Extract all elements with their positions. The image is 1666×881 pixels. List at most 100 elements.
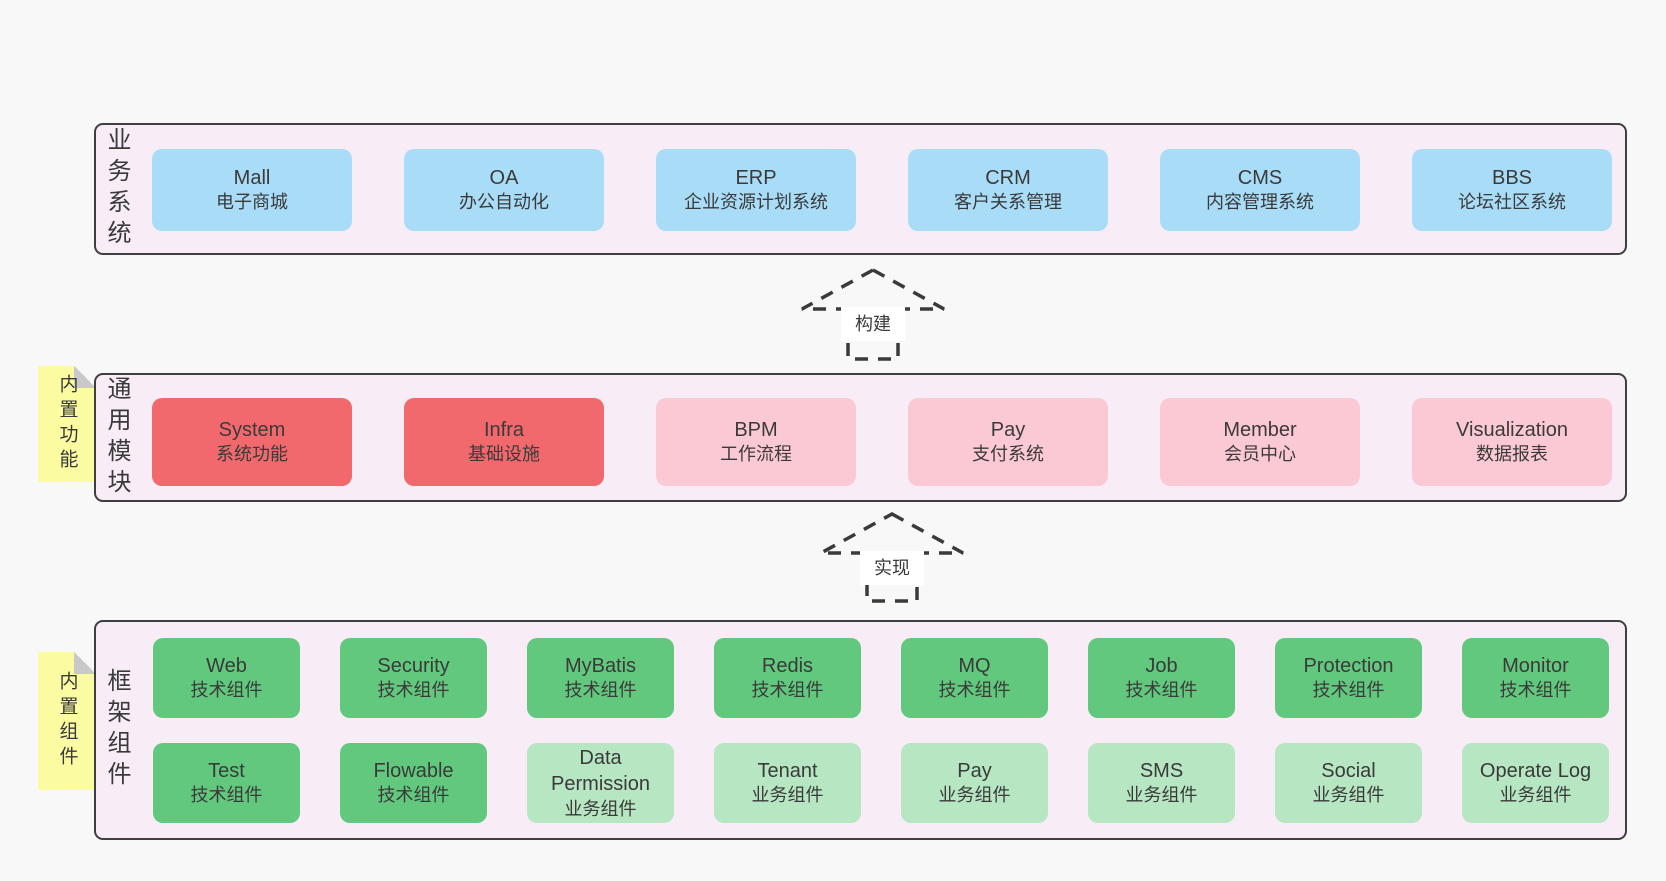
diagram-node-cms: CMS 内容管理系统 bbox=[1160, 149, 1360, 231]
node-subtitle: 办公自动化 bbox=[459, 192, 549, 213]
diagram-node-data-permission: Data Permission 业务组件 bbox=[527, 743, 674, 823]
node-subtitle: 技术组件 bbox=[564, 680, 637, 701]
node-subtitle: 技术组件 bbox=[751, 680, 824, 701]
node-title: Redis bbox=[761, 654, 814, 677]
framework-row-1: Web 技术组件 Security 技术组件 MyBatis 技术组件 Redi… bbox=[153, 638, 1609, 718]
node-subtitle: 技术组件 bbox=[377, 785, 450, 806]
diagram-node-mq: MQ 技术组件 bbox=[901, 638, 1048, 718]
node-subtitle: 技术组件 bbox=[1499, 680, 1572, 701]
sticky-note-label: 内置功能 bbox=[56, 374, 78, 474]
node-subtitle: 工作流程 bbox=[720, 444, 792, 465]
diagram-node-web: Web 技术组件 bbox=[153, 638, 300, 718]
node-title: BBS bbox=[1491, 166, 1533, 189]
up-arrow-icon bbox=[820, 512, 964, 603]
diagram-node-tenant: Tenant 业务组件 bbox=[714, 743, 861, 823]
sticky-note-builtin-components: 内置组件 bbox=[38, 652, 96, 790]
diagram-node-operate-log: Operate Log 业务组件 bbox=[1462, 743, 1609, 823]
node-title: ERP bbox=[735, 166, 777, 189]
node-subtitle: 技术组件 bbox=[1312, 680, 1385, 701]
node-title: Monitor bbox=[1502, 654, 1569, 677]
diagram-node-bpm: BPM 工作流程 bbox=[656, 398, 856, 486]
diagram-node-sms: SMS 业务组件 bbox=[1088, 743, 1235, 823]
node-title: MQ bbox=[958, 654, 991, 677]
node-subtitle: 技术组件 bbox=[190, 785, 263, 806]
modules-boxes-row: System 系统功能 Infra 基础设施 BPM 工作流程 Pay 支付系统… bbox=[152, 398, 1612, 486]
business-systems-band: 业务系统 Mall 电子商城 OA 办公自动化 ERP 企业资源计划系统 CRM… bbox=[94, 123, 1627, 255]
node-title: BPM bbox=[734, 418, 778, 441]
arrow-label: 构建 bbox=[855, 314, 891, 334]
diagram-node-mybatis: MyBatis 技术组件 bbox=[527, 638, 674, 718]
node-subtitle: 支付系统 bbox=[972, 444, 1044, 465]
sticky-note-label: 内置组件 bbox=[56, 671, 78, 771]
band-label-modules: 通用模块 bbox=[103, 375, 130, 500]
diagram-node-redis: Redis 技术组件 bbox=[714, 638, 861, 718]
node-title: Pay bbox=[957, 759, 992, 782]
folded-corner bbox=[74, 366, 96, 388]
node-title: Mall bbox=[233, 166, 271, 189]
node-title: Web bbox=[206, 654, 247, 677]
node-subtitle: 客户关系管理 bbox=[954, 192, 1062, 213]
diagram-node-oa: OA 办公自动化 bbox=[404, 149, 604, 231]
node-title: Pay bbox=[990, 418, 1026, 441]
node-title: OA bbox=[489, 166, 519, 189]
node-subtitle: 技术组件 bbox=[190, 680, 263, 701]
band-label-framework: 框架组件 bbox=[103, 668, 130, 792]
diagram-node-member: Member 会员中心 bbox=[1160, 398, 1360, 486]
node-subtitle: 业务组件 bbox=[1499, 785, 1572, 806]
node-title: Member bbox=[1223, 418, 1297, 441]
node-subtitle: 基础设施 bbox=[468, 444, 540, 465]
node-title: CMS bbox=[1237, 166, 1283, 189]
node-subtitle: 技术组件 bbox=[377, 680, 450, 701]
build-arrow: 构建 bbox=[799, 267, 947, 363]
node-title: System bbox=[218, 418, 286, 441]
diagram-node-bbs: BBS 论坛社区系统 bbox=[1412, 149, 1612, 231]
node-title: Protection bbox=[1303, 654, 1394, 677]
node-subtitle: 企业资源计划系统 bbox=[684, 192, 828, 213]
diagram-node-crm: CRM 客户关系管理 bbox=[908, 149, 1108, 231]
diagram-node-system: System 系统功能 bbox=[152, 398, 352, 486]
node-title: Operate Log bbox=[1479, 759, 1592, 782]
node-subtitle: 技术组件 bbox=[938, 680, 1011, 701]
node-subtitle: 内容管理系统 bbox=[1206, 192, 1314, 213]
implement-arrow: 实现 bbox=[818, 511, 966, 605]
diagram-node-test: Test 技术组件 bbox=[153, 743, 300, 823]
node-title: SMS bbox=[1139, 759, 1184, 782]
business-boxes-row: Mall 电子商城 OA 办公自动化 ERP 企业资源计划系统 CRM 客户关系… bbox=[152, 149, 1612, 231]
node-subtitle: 电子商城 bbox=[216, 192, 288, 213]
diagram-node-security: Security 技术组件 bbox=[340, 638, 487, 718]
diagram-node-infra: Infra 基础设施 bbox=[404, 398, 604, 486]
node-title: MyBatis bbox=[564, 654, 637, 677]
folded-corner bbox=[74, 652, 96, 674]
sticky-note-builtin-features: 内置功能 bbox=[38, 366, 96, 482]
diagram-node-pay-system: Pay 支付系统 bbox=[908, 398, 1108, 486]
node-title: Visualization bbox=[1456, 418, 1568, 441]
node-title: Test bbox=[208, 759, 245, 782]
arrow-label: 实现 bbox=[874, 558, 910, 578]
node-title: Security bbox=[377, 654, 450, 677]
node-subtitle: 业务组件 bbox=[938, 785, 1011, 806]
node-title: CRM bbox=[985, 166, 1031, 189]
node-subtitle: 业务组件 bbox=[751, 785, 824, 806]
node-subtitle: 论坛社区系统 bbox=[1458, 192, 1566, 213]
diagram-node-flowable: Flowable 技术组件 bbox=[340, 743, 487, 823]
node-title: Job bbox=[1145, 654, 1178, 677]
diagram-node-erp: ERP 企业资源计划系统 bbox=[656, 149, 856, 231]
node-subtitle: 会员中心 bbox=[1224, 444, 1296, 465]
node-title: Tenant bbox=[757, 759, 818, 782]
common-modules-band: 通用模块 System 系统功能 Infra 基础设施 BPM 工作流程 Pay… bbox=[94, 373, 1627, 502]
node-subtitle: 系统功能 bbox=[216, 444, 288, 465]
node-title: Infra bbox=[483, 418, 525, 441]
node-subtitle: 技术组件 bbox=[1125, 680, 1198, 701]
node-title: Social bbox=[1321, 759, 1376, 782]
diagram-node-monitor: Monitor 技术组件 bbox=[1462, 638, 1609, 718]
diagram-node-protection: Protection 技术组件 bbox=[1275, 638, 1422, 718]
diagram-node-mall: Mall 电子商城 bbox=[152, 149, 352, 231]
diagram-node-pay-component: Pay 业务组件 bbox=[901, 743, 1048, 823]
framework-components-band: 框架组件 Web 技术组件 Security 技术组件 MyBatis 技术组件… bbox=[94, 620, 1627, 840]
node-subtitle: 业务组件 bbox=[1125, 785, 1198, 806]
diagram-node-visualization: Visualization 数据报表 bbox=[1412, 398, 1612, 486]
diagram-node-job: Job 技术组件 bbox=[1088, 638, 1235, 718]
node-subtitle: 数据报表 bbox=[1476, 444, 1548, 465]
node-subtitle: 业务组件 bbox=[1312, 785, 1385, 806]
